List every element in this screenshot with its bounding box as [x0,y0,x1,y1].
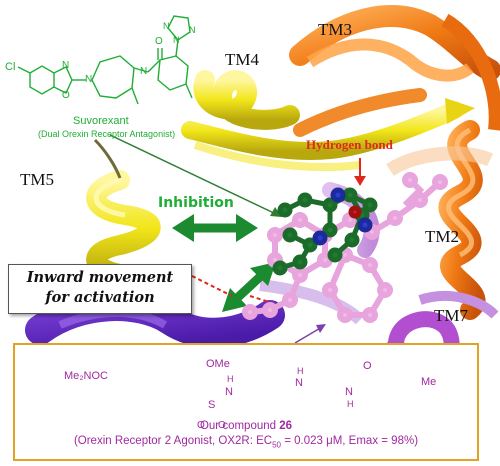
compound-amine-n: N [295,377,303,389]
inward-movement-arrow [222,262,276,312]
compound-sulfonyl: S [208,399,216,411]
compound-activity-subscript: 50 [272,440,281,450]
compound-activity: (Orexin Receptor 2 Agonist, OX2R: EC50 =… [13,435,479,449]
compound-methyl: Me [421,376,437,388]
compound-amide-n: N [345,386,353,398]
compound-ome: OMe [206,358,230,370]
compound-26-box [13,343,479,461]
tm7-label: TM7 [434,306,468,325]
inward-movement-line2: for activation [45,289,155,306]
compound-pointer-arrow [294,324,326,344]
suvorexant-atom-n: N [189,25,196,35]
inward-movement-line1: Inward movement [26,269,174,286]
suvorexant-atom-n: N [173,35,180,45]
hydrogen-bond-arrow [354,158,366,186]
compound-amide-o: O [363,360,372,372]
tm5-label: TM5 [20,170,54,189]
inward-dashed-lines [191,275,283,307]
compound-oxygen-left: O [197,420,205,431]
tm3-label: TM3 [318,20,352,39]
compound-activity-suffix: = 0.023 μM, Emax = 98%) [281,435,419,447]
inhibition-label: Inhibition [158,195,234,211]
compound-sulfonamide-n: N [225,386,233,398]
tm4-label: TM4 [225,50,259,69]
suvorexant-atom-n: N [62,60,70,71]
ligand-agonist [242,172,448,323]
tm2-label: TM2 [425,227,459,246]
tm4-helix [181,70,475,172]
compound-caption-prefix: Our compound [199,420,280,432]
suvorexant-atom-n: N [85,74,93,85]
compound-amide-h: H [347,399,354,409]
ligand-antagonist [272,187,378,276]
compound-amine-h: H [297,366,304,376]
suvorexant-subtitle: (Dual Orexin Receptor Antagonist) [38,129,176,139]
suvorexant-atom-n: N [163,21,170,31]
hydrogen-bond-label: Hydrogen bond [306,137,393,152]
inhibition-arrow [172,214,258,242]
compound-activity-prefix: (Orexin Receptor 2 Agonist, OX2R: EC [73,435,273,447]
suvorexant-atom-o: O [155,36,163,47]
compound-number: 26 [279,420,293,432]
suvorexant-atom-cl: Cl [5,61,16,73]
suvorexant-structure [17,15,193,105]
tm3-helix [289,5,500,137]
compound-caption: Our compound 26 [13,420,479,432]
compound-oxygen-right: O [218,420,226,431]
suvorexant-name: Suvorexant [73,115,129,127]
tm2-helix [386,120,494,320]
inward-movement-box: Inward movement for activation [8,264,192,314]
compound-me2noc: Me₂NOC [64,370,108,382]
suvorexant-atom-o: O [62,90,70,101]
tm5-helix [86,138,161,285]
compound-sulfonamide-h: H [227,374,234,384]
suvorexant-atom-n: N [140,66,148,77]
